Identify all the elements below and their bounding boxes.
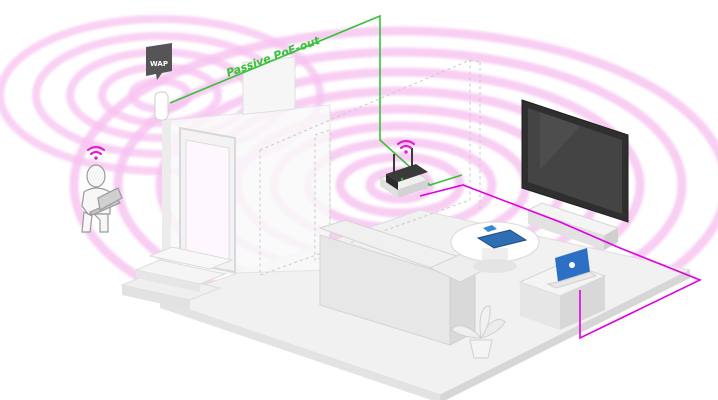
router-wifi-icon-dot: [404, 150, 407, 153]
wifi-icon-dot: [94, 156, 97, 159]
tv: [522, 100, 628, 222]
wap-icon: [155, 92, 168, 120]
wap-tag-label: WAP: [150, 60, 168, 68]
